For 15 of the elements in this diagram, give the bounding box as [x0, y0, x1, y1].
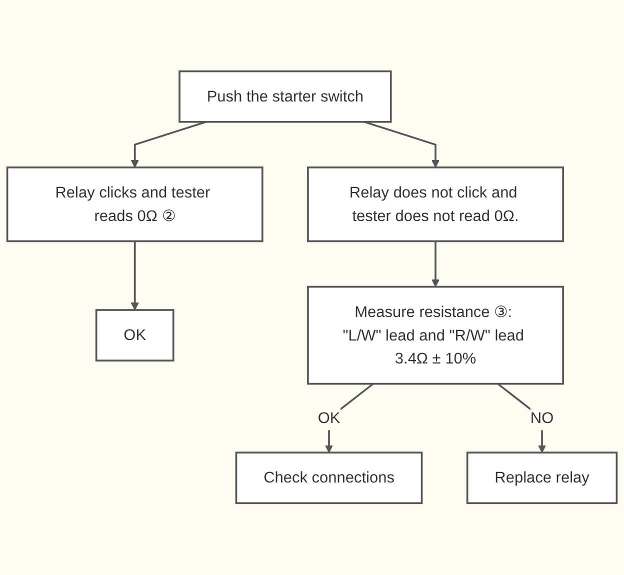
- arrow: [130, 121, 206, 168]
- edge-label: NO: [530, 410, 554, 427]
- edge-label: OK: [318, 410, 340, 427]
- arrow: [364, 121, 440, 168]
- node-box: OK: [95, 309, 174, 362]
- arrow: [325, 383, 374, 454]
- arrow: [497, 383, 546, 454]
- arrow: [432, 242, 440, 288]
- node-box: Relay does not click and tester does not read 0Ω.: [307, 166, 564, 242]
- node-box: Check connections: [235, 452, 423, 504]
- arrow: [130, 242, 139, 311]
- node-box: Replace relay: [466, 452, 618, 504]
- node-box: Push the starter switch: [178, 70, 392, 124]
- node-box: Measure resistance ③: "L/W" lead and "R/W" lead 3.4Ω ± 10%: [307, 286, 564, 385]
- node-box: Relay clicks and tester reads 0Ω ②: [6, 166, 264, 242]
